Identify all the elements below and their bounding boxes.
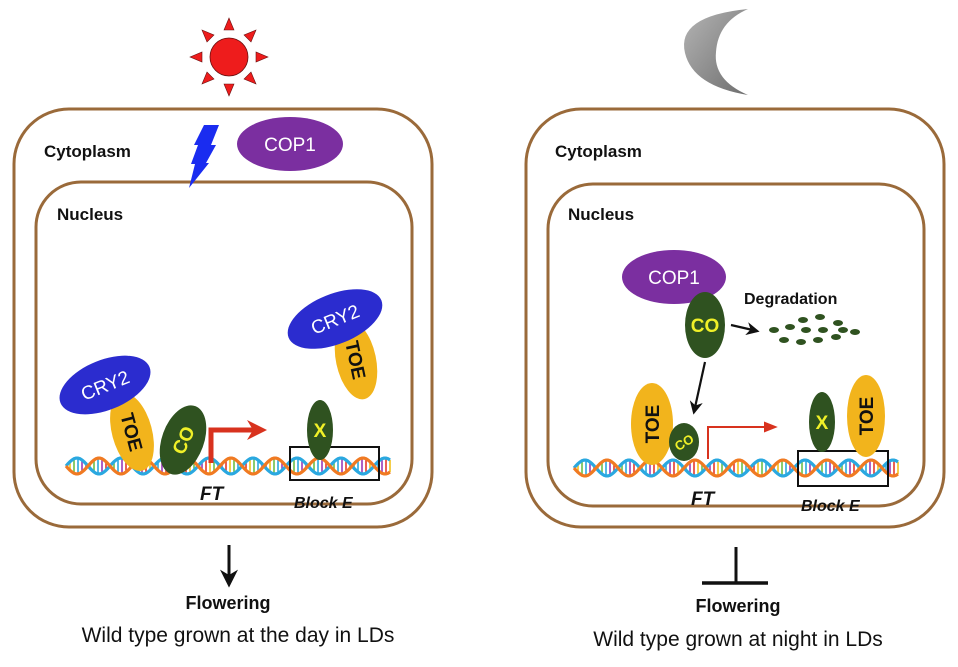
ft-label: FT (691, 489, 716, 510)
toe-protein: TOE (110, 393, 154, 471)
cry2-protein: CRY2 (287, 289, 383, 349)
cry2-protein: CRY2 (59, 355, 151, 415)
lightning-icon (189, 125, 219, 188)
flowering-label: Flowering (186, 593, 271, 613)
block-e-label: Block E (294, 495, 354, 512)
block-e-label: Block E (801, 498, 861, 515)
toe-protein: TOE (631, 383, 673, 465)
dna-strand (64, 456, 391, 476)
right-panel: Cytoplasm Nucleus COP1 CO Degradation TO… (524, 9, 946, 651)
inhibition-bar-icon (702, 547, 768, 585)
nucleus-label: Nucleus (57, 205, 123, 224)
dna-strand (572, 458, 899, 478)
protein-fragment (831, 334, 841, 340)
svg-text:COP1: COP1 (648, 268, 700, 289)
degradation-arrow (730, 322, 760, 336)
sun-icon (189, 17, 269, 97)
co-protein: CO (685, 292, 725, 358)
protein-fragment (813, 337, 823, 343)
protein-fragment (801, 327, 811, 333)
cytoplasm-label: Cytoplasm (44, 142, 131, 161)
degradation-fragments (769, 314, 860, 345)
co-protein: CO (669, 423, 699, 461)
nuclear-membrane (34, 180, 414, 506)
x-protein: X (307, 400, 333, 460)
protein-fragment (796, 339, 806, 345)
block-e-box (797, 450, 889, 487)
moon-shape (684, 9, 748, 95)
protein-fragment (838, 327, 848, 333)
protein-fragment (785, 324, 795, 330)
svg-text:X: X (816, 413, 829, 434)
cop1-protein: COP1 (237, 117, 343, 171)
dna-helix (64, 456, 391, 476)
flowering-label: Flowering (696, 596, 781, 616)
cop1-protein: COP1 (622, 250, 726, 304)
cytoplasm-label: Cytoplasm (555, 142, 642, 161)
co-protein: CO (159, 405, 207, 475)
caption: Wild type grown at the day in LDs (82, 624, 395, 647)
x-protein: X (809, 392, 835, 452)
svg-text:X: X (314, 421, 327, 442)
block-e-box (289, 446, 380, 481)
cell-membrane (12, 107, 434, 529)
caption: Wild type grown at night in LDs (593, 628, 882, 651)
nuclear-membrane (546, 182, 926, 508)
dna-strand (64, 456, 391, 476)
toe-protein: TOE (847, 375, 885, 457)
protein-fragment (798, 317, 808, 323)
transcription-arrow (208, 420, 267, 463)
left-panel: Cytoplasm Nucleus COP1 TOE CRY2 CO (12, 17, 434, 647)
protein-fragment (769, 327, 779, 333)
svg-text:TOE: TOE (643, 405, 664, 444)
dna-helix (572, 458, 899, 478)
svg-text:TOE: TOE (857, 397, 878, 436)
transcription-arrow (707, 421, 778, 459)
dna-strand (572, 458, 899, 478)
degradation-label: Degradation (744, 291, 837, 308)
relocation-arrow (689, 361, 707, 415)
protein-fragment (815, 314, 825, 320)
cop1-label: COP1 (264, 135, 316, 156)
protein-fragment (818, 327, 828, 333)
ft-label: FT (200, 484, 225, 505)
protein-fragment (833, 320, 843, 326)
nucleus-label: Nucleus (568, 205, 634, 224)
protein-fragment (850, 329, 860, 335)
protein-fragment (779, 337, 789, 343)
svg-text:CO: CO (691, 316, 720, 337)
cell-membrane (524, 107, 946, 529)
